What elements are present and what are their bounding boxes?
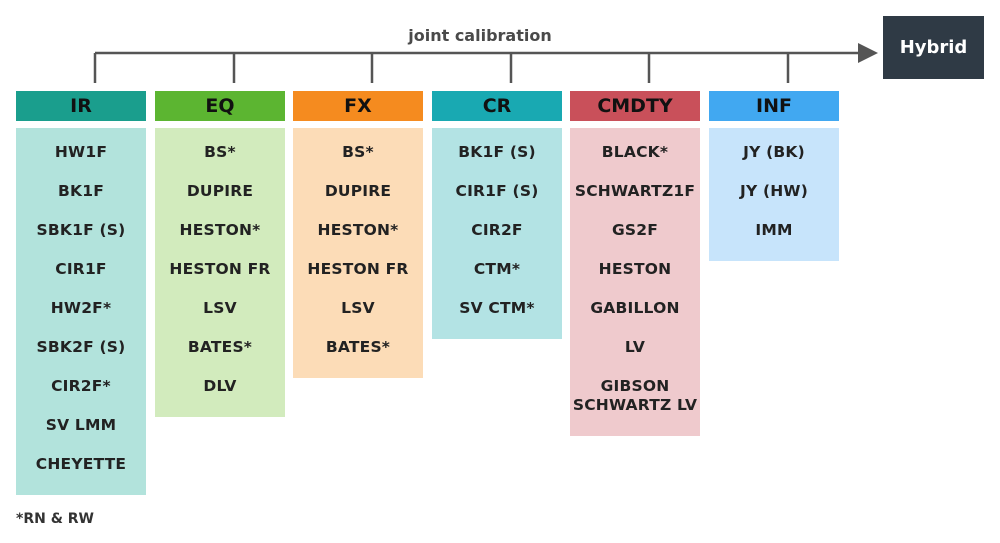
arrow-head [858,43,878,63]
model-item: LV [624,338,646,356]
column-header-fx: FX [293,91,423,121]
column-header-eq: EQ [155,91,285,121]
footnote: *RN & RW [16,511,94,527]
model-item: HW2F* [50,299,112,317]
column-body-cr: BK1F (S) CIR1F (S) CIR2F CTM* SV CTM* [432,128,562,339]
model-item: BLACK* [601,143,669,161]
model-item: DLV [203,377,237,395]
model-item: JY (HW) [739,182,809,200]
model-item: GABILLON [590,299,680,317]
model-item: SV CTM* [459,299,535,317]
column-body-inf: JY (BK) JY (HW) IMM [709,128,839,261]
model-item: BATES* [187,338,253,356]
model-item: JY (BK) [743,143,805,161]
model-item: HESTON* [179,221,261,239]
model-item: CHEYETTE [35,455,127,473]
column-header-inf: INF [709,91,839,121]
model-item: CIR1F (S) [455,182,539,200]
model-item: DUPIRE [324,182,392,200]
model-item: CIR2F* [51,377,111,395]
column-body-fx: BS* DUPIRE HESTON* HESTON FR LSV BATES* [293,128,423,378]
model-item: DUPIRE [186,182,254,200]
model-item: BATES* [325,338,391,356]
model-item: GIBSON SCHWARTZ LV [572,377,698,414]
joint-calibration-label: joint calibration [408,26,552,45]
model-item: CTM* [473,260,521,278]
model-item: LSV [203,299,237,317]
model-item: CIR2F [471,221,523,239]
model-item: BK1F (S) [458,143,536,161]
model-item: CIR1F [55,260,107,278]
model-item: GS2F [611,221,659,239]
model-item: BS* [342,143,374,161]
model-item: SBK1F (S) [36,221,126,239]
column-header-ir: IR [16,91,146,121]
model-item: SCHWARTZ1F [574,182,696,200]
model-item: IMM [755,221,793,239]
model-item: SBK2F (S) [36,338,126,356]
model-item: HESTON FR [169,260,271,278]
hybrid-box: Hybrid [883,16,984,79]
column-body-cmdty: BLACK* SCHWARTZ1F GS2F HESTON GABILLON LV GIBS… [570,128,700,436]
column-body-ir: HW1F BK1F SBK1F (S) CIR1F HW2F* SBK2F (S) CIR2… [16,128,146,495]
column-header-cmdty: CMDTY [570,91,700,121]
model-item: BS* [204,143,236,161]
model-item: HESTON* [317,221,399,239]
hybrid-label: Hybrid [899,37,968,58]
model-item: HW1F [54,143,108,161]
model-item: BK1F [58,182,104,200]
column-body-eq: BS* DUPIRE HESTON* HESTON FR LSV BATES* DLV [155,128,285,417]
model-item: HESTON FR [307,260,409,278]
model-item: LSV [341,299,375,317]
model-item: SV LMM [45,416,117,434]
model-item: HESTON [598,260,672,278]
column-header-cr: CR [432,91,562,121]
